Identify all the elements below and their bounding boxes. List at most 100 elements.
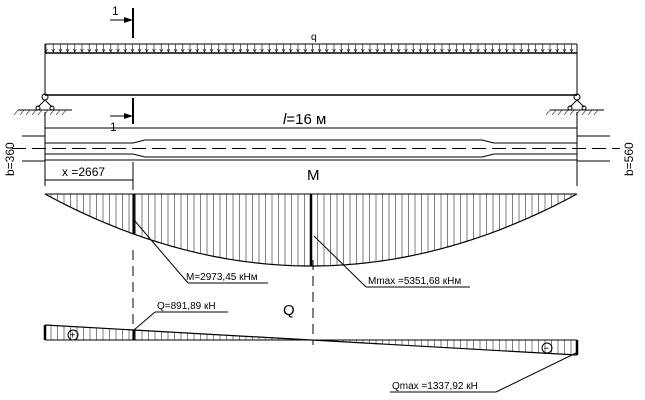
load-arrowhead [339,48,343,53]
load-arrowhead [267,48,271,53]
qmax-label: Qmax =1337,92 кН [392,381,478,392]
load-arrowhead [65,48,70,53]
load-arrowhead [231,48,235,53]
shear-diagram [43,324,579,356]
shear-leaders [133,311,577,393]
load-arrowhead [281,48,286,53]
load-arrowhead [490,48,495,53]
hatch-line [557,109,563,116]
load-arrowhead [418,48,423,53]
load-arrowhead [195,48,199,53]
load-arrowhead [303,48,307,53]
load-arrowhead [368,48,372,53]
load-arrowhead [404,48,408,53]
section-mark-bottom [110,98,134,124]
load-arrowhead [548,48,552,53]
load-arrowhead [555,48,559,53]
x-label: x =2667 [62,165,105,179]
hatch-line [551,109,557,116]
load-arrowhead [332,48,336,53]
span-symbol: l [283,111,287,128]
load-arrowhead [116,48,120,53]
hatch-line [587,109,593,116]
moment-leaders [133,219,470,288]
load-arrowhead [533,48,538,53]
load-arrowhead [173,48,178,53]
section-guides [132,250,314,345]
load-arrowhead [562,48,567,53]
load-arrowhead [361,48,365,53]
load-arrowhead [476,48,480,53]
load-arrowhead [389,48,394,53]
x-dimension [45,162,134,190]
load-arrowhead [51,48,55,53]
load-arrowhead [382,48,387,53]
shear-title: Q [283,302,295,319]
hatch-line [49,109,55,116]
moment-diagram [44,193,578,267]
support-left [13,93,72,116]
load-arrowhead [159,48,163,53]
load-arrowhead [245,48,250,53]
load-arrowhead [346,48,351,53]
section-number-bottom: 1 [110,120,117,134]
beam-plan [12,135,620,162]
load-arrowhead [224,48,228,53]
load-arrowhead [152,48,156,53]
ground-hatch-right [545,109,599,116]
load-arrowhead [130,48,135,53]
sign-negative: − [544,344,550,355]
support-right [545,93,604,116]
q1-label: Q=891,89 кН [157,301,216,312]
hatch-line [13,109,19,116]
load-arrowhead [497,48,502,53]
moment-hatch [50,194,572,266]
load-arrowhead [145,48,149,53]
load-arrowhead [101,48,106,53]
load-arrowhead [440,48,444,53]
load-arrowhead [411,48,415,53]
load-arrowhead [569,48,574,53]
load-arrowhead [296,48,300,53]
load-arrowhead [188,48,192,53]
width-left-label: b=360 [3,142,17,176]
load-arrowhead [461,48,466,53]
load-label: q [311,32,317,43]
load-arrowhead [166,48,171,53]
hatch-line [593,109,599,116]
load-arrowhead [310,48,315,53]
load-arrowhead [483,48,487,53]
hatch-line [25,109,31,116]
load-arrowhead [137,48,142,53]
load-arrowhead [181,48,185,53]
load-arrowhead [505,48,509,53]
load-arrowhead [217,48,221,53]
load-arrowhead [87,48,91,53]
load-arrowhead [454,48,459,53]
load-arrowhead [109,48,113,53]
load-arrows [44,44,574,53]
load-arrowhead [80,48,84,53]
hatch-line [61,109,67,116]
load-arrowhead [238,48,243,53]
load-arrowhead [209,48,214,53]
hatch-line [563,109,569,116]
load-arrowhead [289,48,293,53]
load-arrowhead [519,48,523,53]
load-arrowhead [253,48,257,53]
load-arrowhead [425,48,430,53]
sign-positive: + [70,331,76,342]
load-arrowhead [469,48,473,53]
load-arrowhead [317,48,322,53]
section-number-top: 1 [112,4,119,18]
hatch-line [55,109,61,116]
section-mark-top [110,8,134,38]
load-arrowhead [94,48,99,53]
load-arrowhead [397,48,401,53]
width-right-label: b=560 [622,142,636,176]
load-arrowhead [353,48,358,53]
load-arrowhead [274,48,279,53]
hatch-line [581,109,587,116]
load-arrowhead [526,48,531,53]
